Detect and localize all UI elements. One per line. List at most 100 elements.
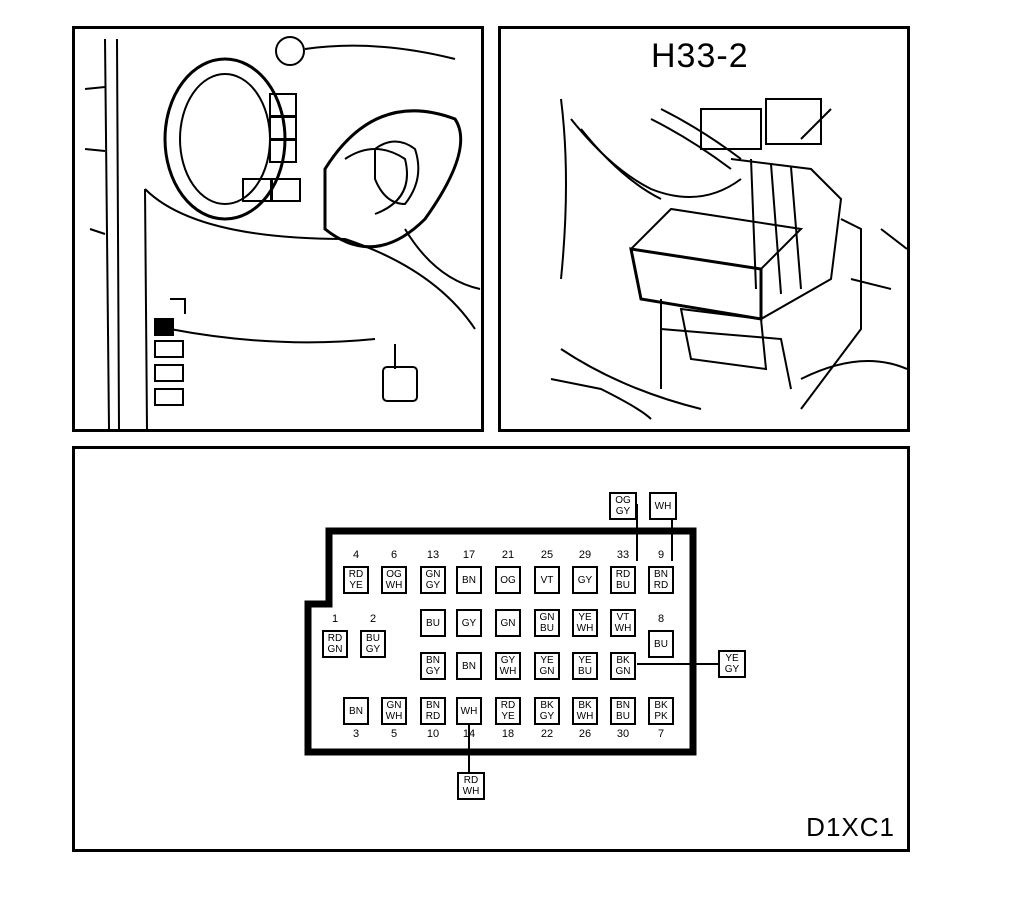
pin-number: 2	[369, 613, 377, 625]
wire-color-label: WH	[385, 711, 403, 722]
pin-number: 13	[426, 549, 440, 561]
splice-wire: WH	[649, 492, 677, 520]
pin-number: 17	[462, 549, 476, 561]
pin-number: 5	[390, 728, 398, 740]
wire-color-label: GY	[425, 580, 441, 591]
wire-color-label: WH	[385, 580, 403, 591]
wire-color-label: BU	[426, 617, 440, 629]
wire-color-label: YE	[578, 612, 592, 623]
wire-color-label: BN	[349, 705, 363, 717]
connector-pin: BN	[456, 652, 482, 680]
wire-color-label: GN	[327, 644, 343, 655]
pin-number: 8	[657, 613, 665, 625]
connector-outline	[304, 504, 720, 774]
wire-color-label: YE	[725, 653, 739, 664]
wire-color-label: GN	[539, 666, 555, 677]
wire-color-label: WH	[576, 711, 594, 722]
pin-number: 14	[462, 728, 476, 740]
pin-number: 21	[501, 549, 515, 561]
pin-number: 33	[616, 549, 630, 561]
wire-color-label: WH	[462, 786, 480, 797]
wire-color-label: RD	[615, 569, 631, 580]
wire-color-label: BN	[426, 655, 440, 666]
wire-color-label: RD	[327, 633, 343, 644]
wire-color-label: BU	[540, 623, 554, 634]
connector-pin: VT	[534, 566, 560, 594]
wire-color-label: YE	[578, 655, 592, 666]
pin-number: 4	[352, 549, 360, 561]
wire-color-label: WH	[460, 705, 478, 717]
dashboard-illustration	[84, 36, 481, 429]
wire-color-label: BU	[616, 580, 630, 591]
pin-number: 18	[501, 728, 515, 740]
wire-color-label: WH	[614, 623, 632, 634]
wire-color-label: GN	[500, 617, 516, 629]
connector-pin: BN	[343, 697, 369, 725]
pin-number: 1	[331, 613, 339, 625]
wire-color-label: RD	[653, 580, 669, 591]
wire-color-label: BU	[616, 711, 630, 722]
connector-pin: GY	[572, 566, 598, 594]
wire-color-label: RD	[463, 775, 479, 786]
pin-number: 7	[657, 728, 665, 740]
pin-number: 10	[426, 728, 440, 740]
wire-color-label: OG	[386, 569, 402, 580]
wire-color-label: BU	[366, 633, 380, 644]
wire-color-label: PK	[654, 711, 668, 722]
pin-number: 6	[390, 549, 398, 561]
wire-color-label: BN	[616, 700, 630, 711]
wire-color-label: YE	[501, 711, 515, 722]
pin-number: 22	[540, 728, 554, 740]
wire-color-label: BN	[426, 700, 440, 711]
wire-color-label: BU	[578, 666, 592, 677]
wire-color-label: GN	[539, 612, 555, 623]
pin-number: 26	[578, 728, 592, 740]
wire-color-label: OG	[500, 574, 516, 586]
wire-color-label: GY	[724, 664, 740, 675]
wire-color-label: YE	[349, 580, 363, 591]
wire-color-label: OG	[615, 495, 631, 506]
location-drawing-panel	[72, 26, 484, 432]
wire-color-label: RD	[425, 711, 441, 722]
pin-number: 9	[657, 549, 665, 561]
wire-color-label: BN	[462, 574, 476, 586]
wire-color-label: RD	[500, 700, 516, 711]
wire-color-label: WH	[576, 623, 594, 634]
connector-title: D1XC1	[806, 812, 895, 842]
wire-color-label: VT	[540, 574, 554, 586]
wire-color-label: GY	[577, 574, 593, 586]
connector-pin: BN	[456, 566, 482, 594]
connector-pin: GN	[495, 609, 521, 637]
connector-pin: OG	[495, 566, 521, 594]
pin-number: 3	[352, 728, 360, 740]
wire-color-label: GY	[461, 617, 477, 629]
pin-number: 30	[616, 728, 630, 740]
wire-color-label: GY	[425, 666, 441, 677]
wire-color-label: BK	[616, 655, 630, 666]
connector-pin: WH	[456, 697, 482, 725]
